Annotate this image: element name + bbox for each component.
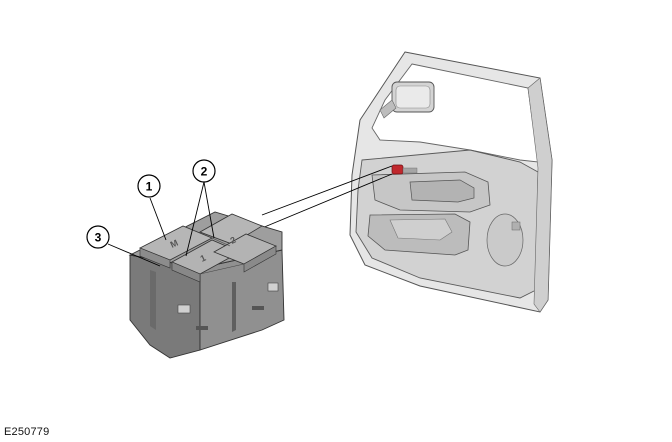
memory-switch-pack: M 1 2: [128, 211, 285, 359]
callout-1: 1: [137, 174, 161, 198]
preset-2-button: 2: [199, 213, 277, 273]
callout-2-label: 2: [201, 165, 208, 179]
door-assembly: [349, 51, 553, 313]
memory-button-legend: M: [169, 238, 180, 250]
callout-2: 2: [192, 159, 216, 183]
callout-3: 3: [86, 225, 110, 249]
callout-3-label: 3: [95, 231, 102, 245]
door-mirror: [379, 81, 435, 119]
projection-lines: [261, 165, 393, 229]
figure-id: E250779: [4, 426, 50, 438]
switch-location-highlight: [391, 164, 404, 175]
preset-1-legend: 1: [199, 253, 208, 264]
callout-1-label: 1: [146, 180, 153, 194]
door-pull-handle: [409, 179, 475, 203]
preset-2-legend: 2: [229, 235, 238, 246]
callout-leaders: [107, 181, 215, 267]
